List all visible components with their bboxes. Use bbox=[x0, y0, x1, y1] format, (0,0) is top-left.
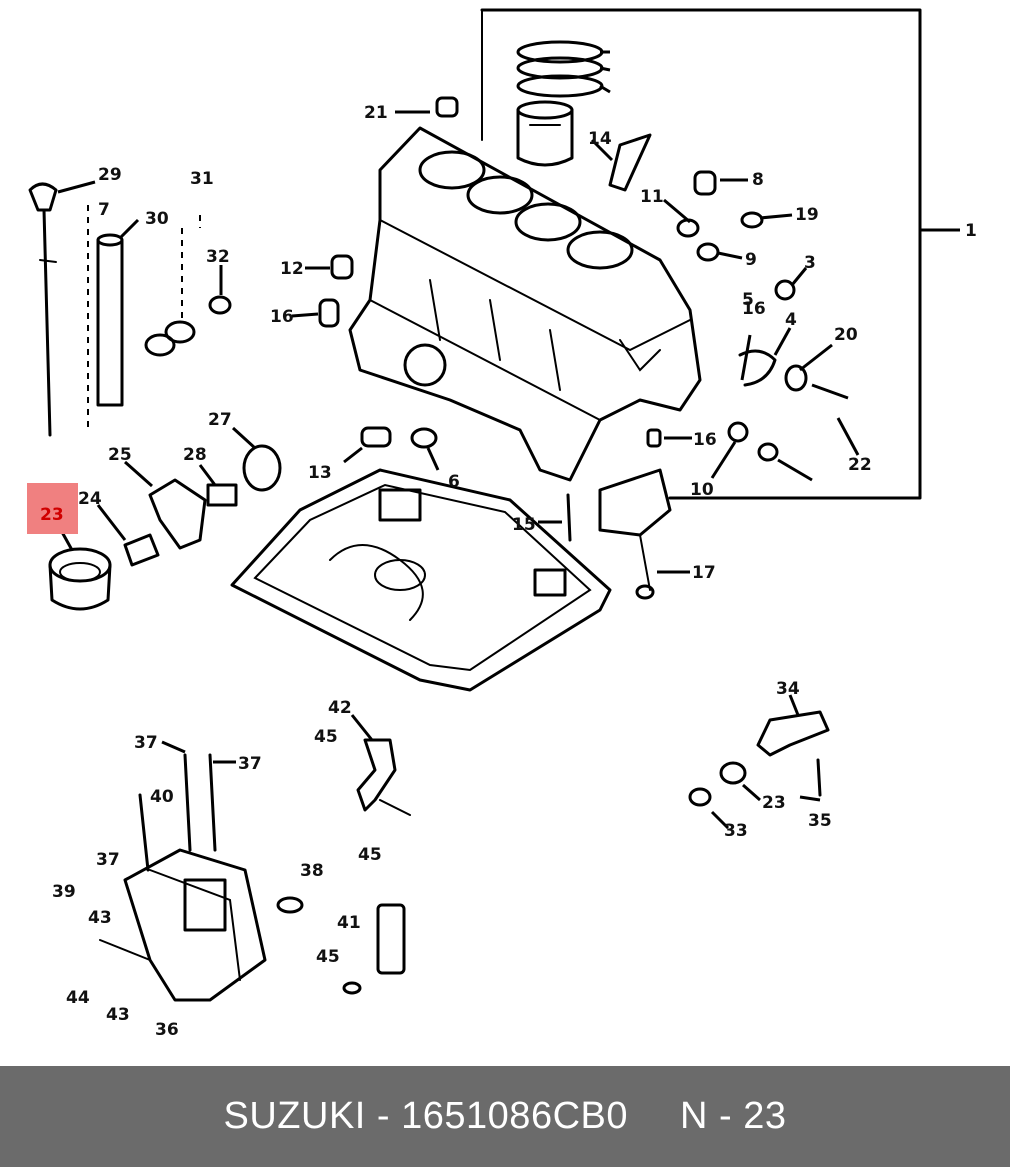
callout-25: 25 bbox=[108, 445, 132, 465]
callout-23b: 23 bbox=[762, 793, 786, 813]
callout-16: 16 bbox=[693, 430, 717, 450]
callout-42: 42 bbox=[328, 698, 352, 718]
callout-39: 39 bbox=[52, 882, 76, 902]
callout-18: 16 bbox=[270, 307, 294, 327]
callout-41: 41 bbox=[337, 913, 361, 933]
callout-14: 14 bbox=[588, 129, 612, 149]
callout-1: 1 bbox=[965, 221, 977, 241]
part-footer: SUZUKI - 1651086CB0 N - 23 bbox=[0, 1066, 1010, 1167]
seal-set bbox=[144, 215, 232, 357]
callout-44: 44 bbox=[66, 988, 90, 1008]
callout-4: 4 bbox=[785, 310, 797, 330]
callout-13: 13 bbox=[308, 463, 332, 483]
callout-16b: 16 bbox=[742, 299, 766, 319]
front-cover bbox=[99, 753, 304, 1002]
callout-43a: 43 bbox=[88, 908, 112, 928]
callout-34: 34 bbox=[776, 679, 800, 699]
callout-23-highlighted: 23 bbox=[40, 505, 64, 525]
callout-37a: 37 bbox=[134, 733, 158, 753]
callout-43b: 43 bbox=[106, 1005, 130, 1025]
callout-labels: 1 3 4 5 6 7 8 9 10 11 12 13 14 15 16 16 … bbox=[40, 103, 977, 1040]
callout-22: 22 bbox=[848, 455, 872, 475]
callout-36: 36 bbox=[155, 1020, 179, 1040]
dipstick bbox=[28, 182, 124, 437]
callout-29: 29 bbox=[98, 165, 122, 185]
oil-pan-gasket bbox=[230, 468, 612, 692]
callout-12: 12 bbox=[280, 259, 304, 279]
callout-33: 33 bbox=[724, 821, 748, 841]
callout-30: 30 bbox=[145, 209, 169, 229]
callout-8: 8 bbox=[752, 170, 764, 190]
callout-20: 20 bbox=[834, 325, 858, 345]
brand-name: SUZUKI bbox=[223, 1095, 366, 1137]
leader-lines bbox=[57, 110, 860, 830]
footer-dash: - bbox=[376, 1095, 391, 1137]
callout-35: 35 bbox=[808, 811, 832, 831]
piston-assembly bbox=[516, 40, 611, 167]
highlight-box bbox=[27, 483, 78, 534]
callout-37b: 37 bbox=[238, 754, 262, 774]
reference-label: N - 23 bbox=[680, 1095, 787, 1137]
callout-27: 27 bbox=[208, 410, 232, 430]
callout-21: 21 bbox=[364, 103, 388, 123]
assembly-bracket bbox=[480, 8, 960, 500]
oil-pressure-parts bbox=[123, 444, 282, 567]
callout-19: 19 bbox=[795, 205, 819, 225]
callout-32: 32 bbox=[206, 247, 230, 267]
exploded-parts-diagram: 1 3 4 5 6 7 8 9 10 11 12 13 14 15 16 16 … bbox=[27, 8, 977, 1040]
oil-filter bbox=[48, 531, 112, 611]
callout-40: 40 bbox=[150, 787, 174, 807]
callout-17: 17 bbox=[692, 563, 716, 583]
callout-9: 9 bbox=[745, 250, 757, 270]
callout-45b: 45 bbox=[358, 845, 382, 865]
callout-24: 24 bbox=[78, 489, 102, 509]
callout-15: 15 bbox=[512, 515, 536, 535]
callout-38: 38 bbox=[300, 861, 324, 881]
callout-6: 6 bbox=[448, 472, 460, 492]
callout-3: 3 bbox=[804, 253, 816, 273]
sensor-bracket bbox=[342, 903, 406, 995]
callout-10: 10 bbox=[690, 480, 714, 500]
callout-37c: 37 bbox=[96, 850, 120, 870]
bolts bbox=[318, 96, 808, 542]
callout-7: 7 bbox=[98, 200, 110, 220]
sensor-assembly bbox=[688, 710, 830, 807]
callout-45c: 45 bbox=[316, 947, 340, 967]
callout-28: 28 bbox=[183, 445, 207, 465]
part-number: 1651086CB0 bbox=[401, 1095, 628, 1137]
callout-31: 31 bbox=[190, 169, 214, 189]
bracket bbox=[356, 738, 411, 816]
bearing-cap bbox=[598, 468, 672, 600]
cylinder-block bbox=[348, 126, 702, 482]
callout-11: 11 bbox=[640, 187, 664, 207]
callout-45a: 45 bbox=[314, 727, 338, 747]
callout-5: 5 bbox=[742, 290, 754, 310]
